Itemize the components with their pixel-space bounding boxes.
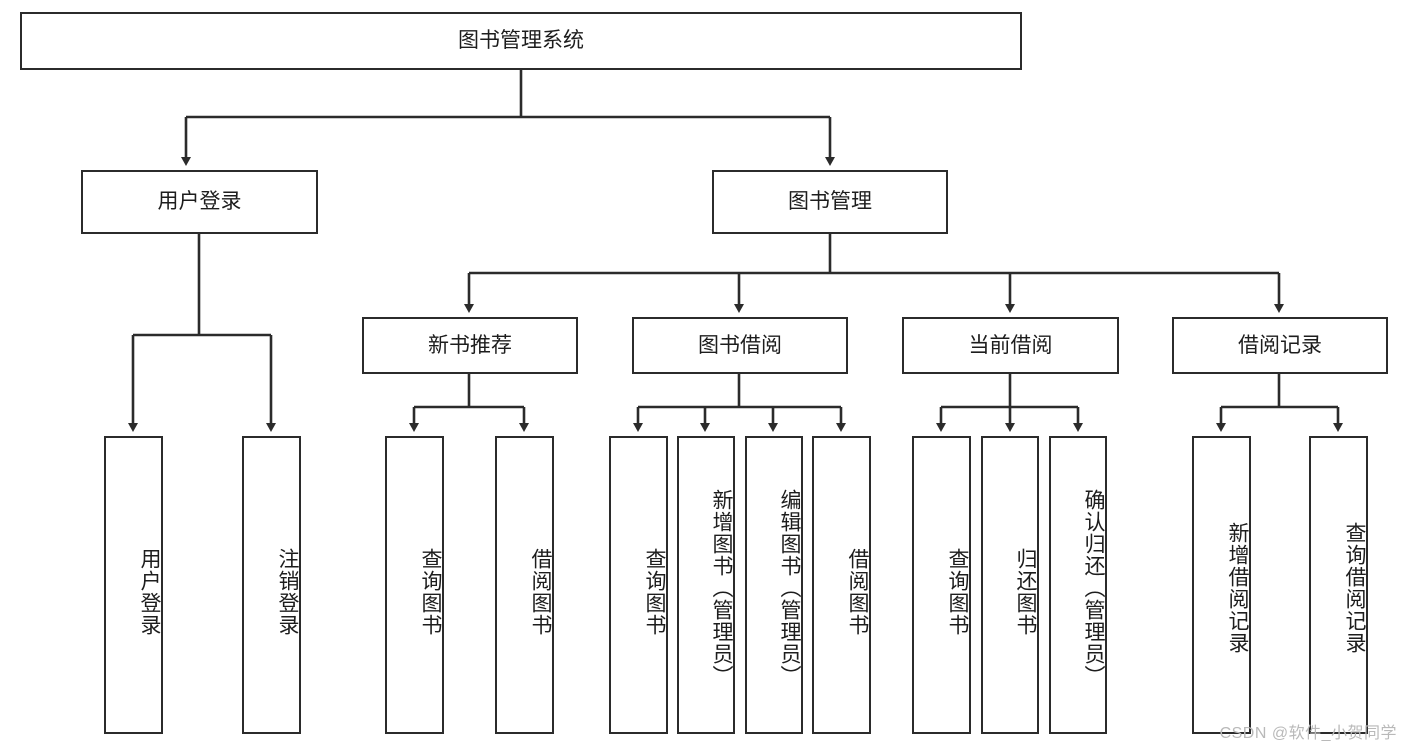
node-user-login[interactable]: 用户登录 xyxy=(81,170,318,234)
leaf-borrow-record-query-label: 查询借阅记录 xyxy=(1343,522,1366,654)
leaf-current-borrow-return[interactable]: 归还图书 xyxy=(981,436,1039,734)
leaf-current-borrow-query-label: 查询图书 xyxy=(946,548,969,636)
node-borrow-record[interactable]: 借阅记录 xyxy=(1172,317,1388,374)
leaf-current-borrow-return-label: 归还图书 xyxy=(1014,548,1037,636)
node-current-borrow-label: 当前借阅 xyxy=(968,333,1053,357)
leaf-book-borrow-borrow[interactable]: 借阅图书 xyxy=(812,436,871,734)
node-book-management[interactable]: 图书管理 xyxy=(712,170,948,234)
leaf-new-book-borrow-label: 借阅图书 xyxy=(529,548,552,636)
csdn-watermark: CSDN @软件_小贺同学 xyxy=(1219,725,1397,742)
leaf-user-login-logout-label: 注销登录 xyxy=(276,548,299,636)
node-root-system[interactable]: 图书管理系统 xyxy=(20,12,1022,70)
node-book-borrow-label: 图书借阅 xyxy=(698,333,782,357)
leaf-book-borrow-edit-label: 编辑图书（管理员） xyxy=(778,489,801,687)
node-book-management-label: 图书管理 xyxy=(788,190,872,214)
leaf-book-borrow-borrow-label: 借阅图书 xyxy=(846,548,869,636)
leaf-new-book-borrow[interactable]: 借阅图书 xyxy=(495,436,554,734)
node-new-book-recommend-label: 新书推荐 xyxy=(428,333,512,357)
leaf-borrow-record-query[interactable]: 查询借阅记录 xyxy=(1309,436,1368,734)
leaf-current-borrow-confirm-label: 确认归还（管理员） xyxy=(1082,489,1105,687)
node-user-login-label: 用户登录 xyxy=(157,190,242,214)
node-current-borrow[interactable]: 当前借阅 xyxy=(902,317,1119,374)
leaf-book-borrow-add[interactable]: 新增图书（管理员） xyxy=(677,436,735,734)
leaf-new-book-query[interactable]: 查询图书 xyxy=(385,436,444,734)
leaf-borrow-record-add[interactable]: 新增借阅记录 xyxy=(1192,436,1251,734)
leaf-borrow-record-add-label: 新增借阅记录 xyxy=(1226,522,1249,654)
leaf-book-borrow-query[interactable]: 查询图书 xyxy=(609,436,668,734)
leaf-current-borrow-confirm[interactable]: 确认归还（管理员） xyxy=(1049,436,1107,734)
leaf-book-borrow-query-label: 查询图书 xyxy=(643,548,666,636)
leaf-user-login-login-label: 用户登录 xyxy=(138,548,161,636)
leaf-current-borrow-query[interactable]: 查询图书 xyxy=(912,436,971,734)
leaf-book-borrow-edit[interactable]: 编辑图书（管理员） xyxy=(745,436,803,734)
node-root-system-label: 图书管理系统 xyxy=(458,29,584,53)
node-book-borrow[interactable]: 图书借阅 xyxy=(632,317,848,374)
leaf-user-login-login[interactable]: 用户登录 xyxy=(104,436,163,734)
leaf-book-borrow-add-label: 新增图书（管理员） xyxy=(710,489,733,687)
node-borrow-record-label: 借阅记录 xyxy=(1238,333,1322,357)
node-new-book-recommend[interactable]: 新书推荐 xyxy=(362,317,578,374)
leaf-user-login-logout[interactable]: 注销登录 xyxy=(242,436,301,734)
leaf-new-book-query-label: 查询图书 xyxy=(419,548,442,636)
